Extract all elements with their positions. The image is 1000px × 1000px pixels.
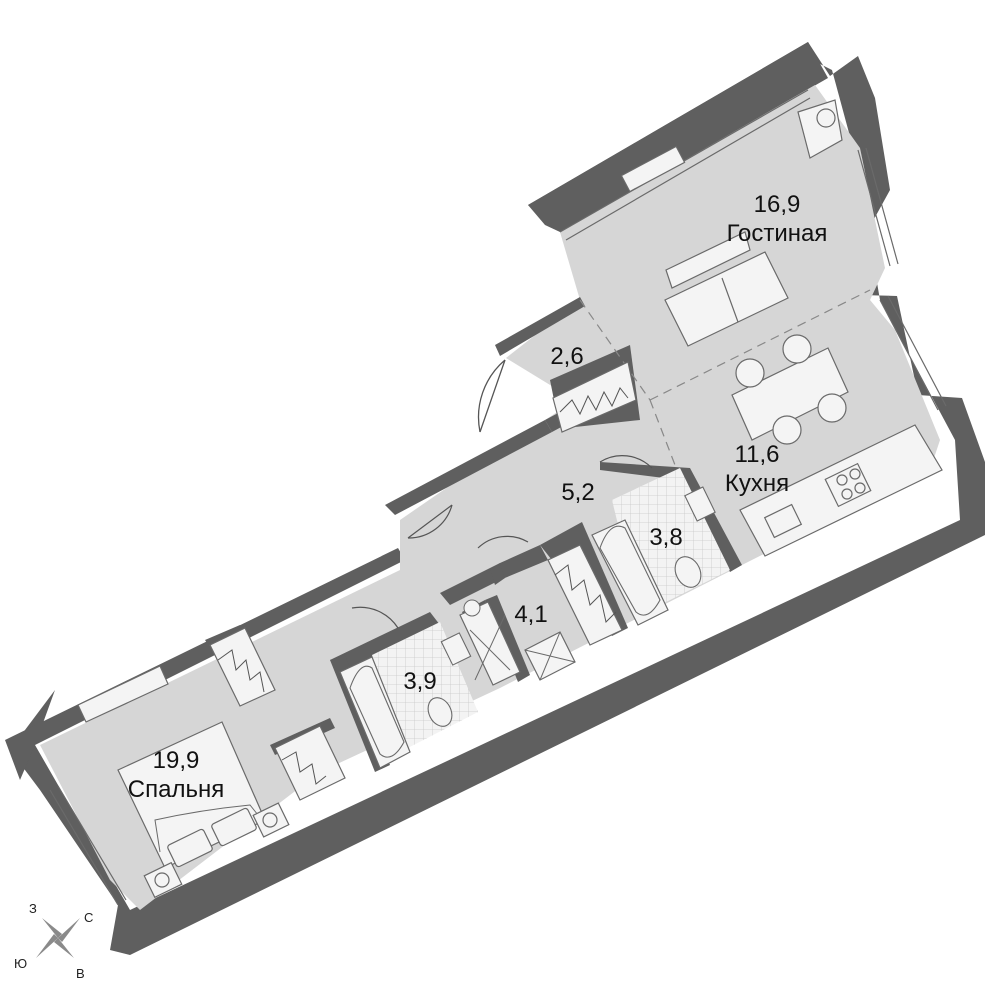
room-name: Гостиная [726, 220, 828, 247]
room-label-living: 16,9 Гостиная [727, 190, 828, 248]
kitchen-furniture [731, 334, 943, 557]
room-label-utility: 4,1 [514, 600, 547, 629]
compass-east: В [76, 966, 85, 981]
compass-rose-icon [36, 918, 80, 958]
bathroom-right [591, 468, 730, 626]
room-name: Кухня [724, 470, 790, 497]
room-label-hall: 2,6 [550, 342, 583, 371]
compass-north: С [84, 910, 94, 925]
utility-room [459, 544, 623, 686]
room-area: 2,6 [550, 343, 584, 370]
zone-dividers [579, 289, 871, 479]
bedroom-furniture [77, 627, 346, 899]
living-furniture [620, 99, 843, 347]
room-label-bedroom: 19,9 Спальня [128, 746, 224, 804]
room-area: 4,1 [514, 601, 548, 628]
entrance-door [477, 359, 506, 433]
room-area: 3,9 [403, 668, 437, 695]
room-label-kitchen: 11,6 Кухня [725, 440, 789, 498]
room-label-bath-right: 3,8 [649, 523, 682, 552]
room-area: 19,9 [152, 747, 200, 774]
room-area: 11,6 [734, 441, 780, 468]
room-area: 5,2 [561, 479, 595, 506]
room-label-bath-left: 3,9 [403, 667, 436, 696]
hall-wardrobe [552, 361, 637, 433]
room-name: Спальня [127, 776, 225, 803]
room-label-corridor: 5,2 [561, 478, 594, 507]
interior-doors [351, 455, 653, 629]
room-area: 16,9 [753, 191, 801, 218]
bathroom-left [339, 622, 478, 769]
compass-south: Ю [14, 956, 28, 971]
room-area: 3,8 [649, 524, 683, 551]
exterior-walls [5, 42, 985, 955]
compass-west: З [29, 901, 37, 916]
